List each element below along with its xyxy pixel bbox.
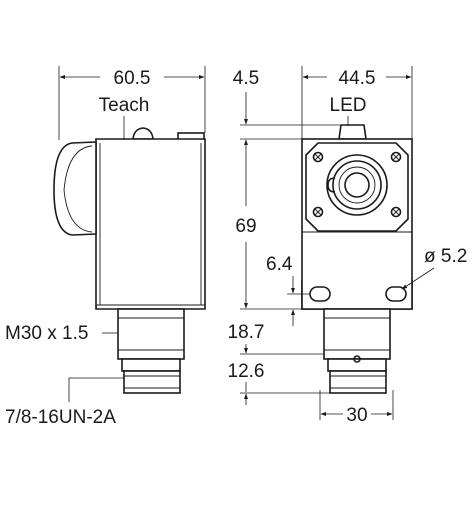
front-view: 44.5 LED 4.5 69 6.4 ø 5.2 18.7 12.6: [228, 66, 467, 426]
dim-hole-offset: 6.4: [266, 254, 293, 275]
side-lens-cover: [53, 141, 97, 236]
front-neck: [323, 308, 391, 360]
dim-width-side: 60.5: [114, 68, 151, 89]
dim-hole-dia: ø 5.2: [424, 246, 467, 267]
sensor-face-plate: [305, 142, 409, 232]
side-view: 60.5 Teach M30 x 1.5 7/8-16UN-2A: [5, 66, 206, 428]
dim-connector-width: 30: [346, 405, 367, 426]
dim-height-body: 69: [235, 216, 256, 237]
label-thread-m30: M30 x 1.5: [5, 323, 88, 344]
lens: [344, 172, 370, 198]
side-neck: [117, 308, 185, 360]
side-lens-inner: [63, 145, 93, 233]
side-collar: [121, 358, 181, 372]
front-connector: [329, 370, 387, 394]
dim-connector-height: 12.6: [228, 361, 265, 382]
dim-neck-height: 18.7: [228, 322, 265, 343]
label-led: LED: [330, 95, 367, 116]
label-thread-7-8: 7/8-16UN-2A: [5, 407, 116, 428]
lens-outer-ring: [326, 154, 388, 216]
teach-button-bump: [132, 127, 154, 140]
lens-notch: [327, 177, 336, 193]
front-collar: [327, 358, 387, 372]
lens-ring-inner: [338, 166, 376, 204]
side-connector: [123, 370, 181, 394]
dim-width-front: 44.5: [339, 68, 376, 89]
face-screw: [390, 206, 402, 218]
led-bump: [338, 124, 367, 140]
lens-ring: [332, 160, 382, 210]
face-screw: [312, 206, 324, 218]
side-housing: [95, 138, 206, 310]
mounting-hole-right: [385, 286, 407, 302]
dim-offset-top: 4.5: [233, 68, 259, 89]
face-screw: [390, 151, 402, 163]
label-teach: Teach: [99, 95, 150, 116]
mounting-flange: [301, 280, 413, 310]
face-screw: [312, 151, 324, 163]
collar-key: [353, 355, 361, 363]
